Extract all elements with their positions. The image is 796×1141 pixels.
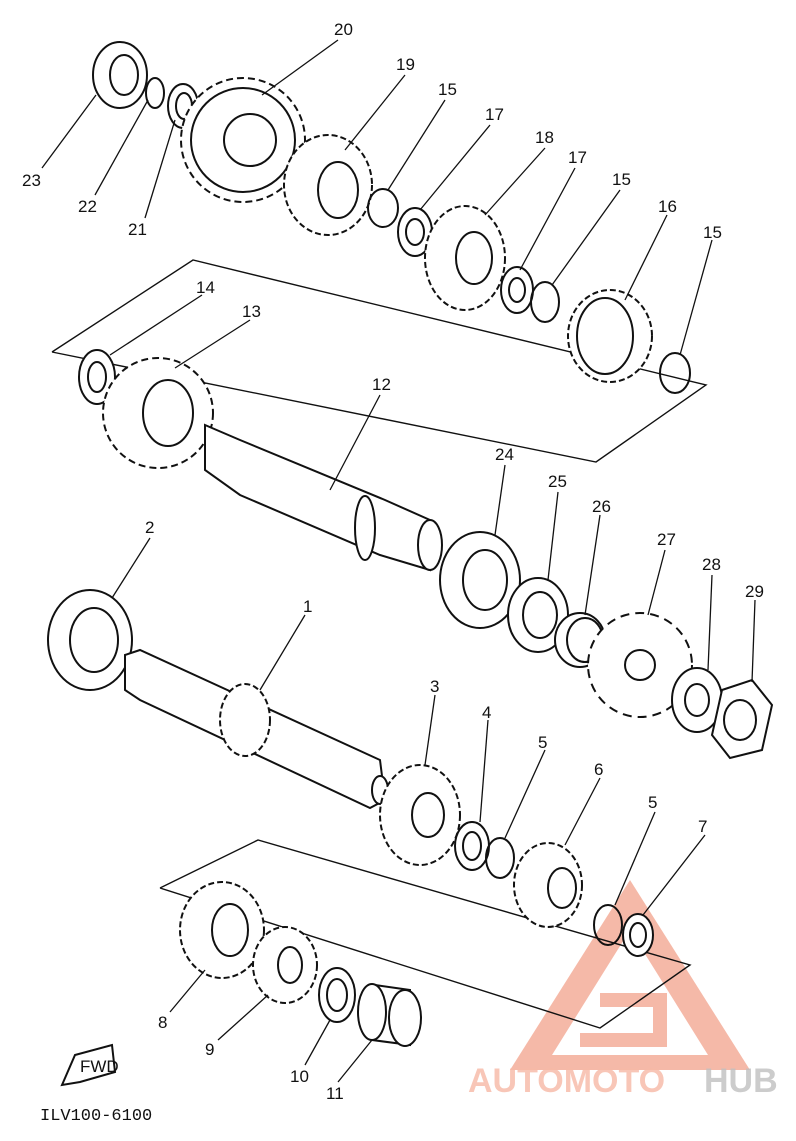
washer-17-upper — [397, 207, 433, 257]
callout-4: 4 — [482, 703, 491, 722]
bearing-23 — [92, 41, 148, 109]
watermark-text: AUTOMOTO HUB — [468, 1062, 778, 1100]
callout-12: 12 — [372, 375, 391, 394]
drawing-code: ILV100-6100 — [40, 1107, 152, 1126]
countershaft-12 — [204, 423, 443, 572]
callout-26: 26 — [592, 497, 611, 516]
washer-4 — [454, 821, 490, 871]
gear-19 — [283, 134, 373, 236]
callout-17-lower: 17 — [568, 148, 587, 167]
callout-22: 22 — [78, 197, 97, 216]
callout-17-top: 17 — [485, 105, 504, 124]
circlip-15-middle — [530, 281, 560, 323]
callout-25: 25 — [548, 472, 567, 491]
washer-17-lower — [500, 266, 534, 314]
watermark-text-part2: HUB — [704, 1062, 778, 1100]
gear-13 — [102, 357, 214, 469]
callout-15-middle: 15 — [612, 170, 631, 189]
callout-14: 14 — [196, 278, 215, 297]
callout-6: 6 — [594, 760, 603, 779]
callout-24: 24 — [495, 445, 514, 464]
circlip-15-upper — [367, 188, 399, 228]
oil-seal-25 — [507, 577, 569, 653]
washer-10 — [318, 967, 356, 1023]
fwd-arrow-icon: FWD — [60, 1043, 119, 1087]
callout-16: 16 — [658, 197, 677, 216]
callout-5-lower: 5 — [648, 793, 657, 812]
watermark-text-part1: AUTOMOTO — [468, 1062, 665, 1100]
sprocket-27 — [587, 612, 693, 718]
countershaft-group-frame — [51, 259, 708, 463]
circlip-5-lower — [593, 904, 623, 946]
callout-15-right: 15 — [703, 223, 722, 242]
callout-1: 1 — [303, 597, 312, 616]
main-axle-1 — [124, 648, 389, 810]
gear-16 — [567, 289, 653, 383]
circlip-5-upper — [485, 837, 515, 879]
callout-7: 7 — [698, 817, 707, 836]
callout-18: 18 — [535, 128, 554, 147]
gear-18 — [424, 205, 506, 311]
callout-19: 19 — [396, 55, 415, 74]
callout-15-top: 15 — [438, 80, 457, 99]
callout-11: 11 — [326, 1084, 344, 1103]
gear-9 — [252, 926, 318, 1004]
callout-23: 23 — [22, 171, 41, 190]
bearing-24 — [439, 531, 521, 629]
callout-28: 28 — [702, 555, 721, 574]
circlip-22 — [145, 77, 165, 109]
callout-29: 29 — [745, 582, 764, 601]
fwd-label: FWD — [80, 1057, 119, 1076]
callout-5-upper: 5 — [538, 733, 547, 752]
leader-lines — [41, 39, 756, 1083]
callout-20: 20 — [334, 20, 353, 39]
circlip-15-right — [659, 352, 691, 394]
callout-2: 2 — [145, 518, 154, 537]
gear-3 — [379, 764, 461, 866]
gear-6 — [513, 842, 583, 928]
main-axle-group-frame — [159, 839, 692, 1029]
washer-14 — [78, 349, 116, 405]
callout-21: 21 — [128, 220, 147, 239]
callout-9: 9 — [205, 1040, 214, 1059]
callout-8: 8 — [158, 1013, 167, 1032]
callout-27: 27 — [657, 530, 676, 549]
callout-numbers: 23 22 21 20 19 15 17 18 17 15 16 15 14 1… — [22, 20, 764, 1103]
gear-8 — [179, 881, 265, 979]
callout-3: 3 — [430, 677, 439, 696]
watermark-logo — [510, 880, 750, 1070]
bushing-11 — [357, 983, 422, 1047]
bearing-2 — [47, 589, 133, 691]
gear-20 — [180, 77, 306, 203]
nut-29 — [710, 678, 774, 760]
callout-13: 13 — [242, 302, 261, 321]
washer-7 — [622, 913, 654, 957]
callout-10: 10 — [290, 1067, 309, 1086]
